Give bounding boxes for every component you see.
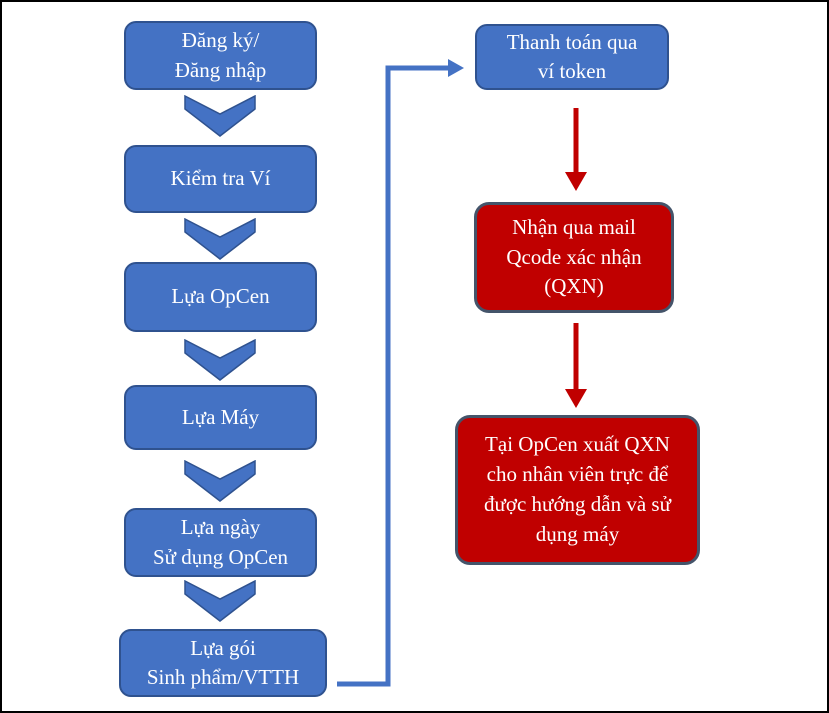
step-lua-opcen: Lựa OpCen bbox=[124, 262, 317, 332]
chevron-down-icon bbox=[184, 580, 256, 622]
step-dang-ky-dang-nhap: Đăng ký/ Đăng nhập bbox=[124, 21, 317, 90]
elbow-arrow-right-icon bbox=[337, 59, 464, 687]
red-arrow-down-icon bbox=[565, 108, 587, 191]
chevron-down-icon bbox=[184, 339, 256, 381]
step-lua-may: Lựa Máy bbox=[124, 385, 317, 450]
step-kiem-tra-vi: Kiểm tra Ví bbox=[124, 145, 317, 213]
step-tai-opcen-xuat-qxn: Tại OpCen xuất QXN cho nhân viên trực để… bbox=[455, 415, 700, 565]
step-thanh-toan-qua-vi-token: Thanh toán qua ví token bbox=[475, 24, 669, 90]
chevron-down-icon bbox=[184, 218, 256, 260]
step-lua-goi-sinh-pham-vtth: Lựa gói Sinh phẩm/VTTH bbox=[119, 629, 327, 697]
chevron-down-icon bbox=[184, 95, 256, 137]
chevron-down-icon bbox=[184, 460, 256, 502]
red-arrow-down-icon bbox=[565, 323, 587, 408]
step-nhan-qua-mail-qcode: Nhận qua mail Qcode xác nhận (QXN) bbox=[474, 202, 674, 313]
step-lua-ngay-su-dung-opcen: Lựa ngày Sử dụng OpCen bbox=[124, 508, 317, 577]
